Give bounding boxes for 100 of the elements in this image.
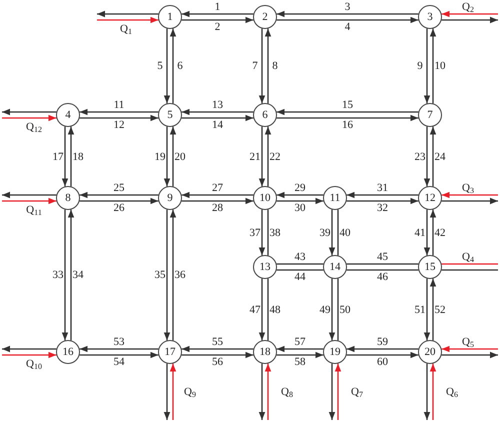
edge-label: 9 bbox=[417, 60, 423, 72]
edge-label: 56 bbox=[212, 356, 223, 368]
edge-label: Q$_{7}$ bbox=[351, 386, 363, 398]
edge-label: 21 bbox=[250, 150, 260, 162]
edge-label: 14 bbox=[212, 119, 223, 131]
arrow bbox=[97, 10, 158, 18]
arrow bbox=[258, 210, 266, 256]
junction-node: 19 bbox=[323, 340, 347, 364]
edge-label: 47 bbox=[250, 304, 260, 316]
junction-node: 4 bbox=[56, 103, 80, 127]
arrow bbox=[80, 352, 158, 358]
arrow bbox=[2, 192, 56, 198]
edge-label: 11 bbox=[114, 99, 124, 111]
edge-label: 24 bbox=[434, 150, 446, 162]
edge-label: Q$_{10}$ bbox=[26, 358, 42, 370]
arrow bbox=[182, 16, 254, 24]
junction-node: 12 bbox=[418, 186, 442, 210]
junction-node: 3 bbox=[418, 5, 442, 29]
arrow bbox=[2, 114, 56, 122]
edge-label: 60 bbox=[377, 356, 388, 368]
connector-line bbox=[442, 269, 498, 271]
edge-label: 5 bbox=[157, 60, 163, 72]
junction-node: 1 bbox=[158, 5, 182, 29]
arrow bbox=[182, 192, 254, 198]
arrow bbox=[424, 278, 430, 340]
edge-label: 28 bbox=[212, 202, 223, 214]
junction-node: 20 bbox=[418, 340, 442, 364]
junction-node: 10 bbox=[253, 186, 277, 210]
edge-label: 37 bbox=[250, 226, 260, 238]
arrow bbox=[276, 114, 418, 122]
edge-label: Q$_{4}$ bbox=[462, 251, 474, 263]
edge-label: 7 bbox=[252, 60, 258, 72]
edge-label: 26 bbox=[114, 202, 124, 214]
arrow bbox=[424, 126, 430, 186]
arrow bbox=[264, 126, 272, 186]
edge-label: Q$_{8}$ bbox=[281, 386, 293, 398]
edge-label: 18 bbox=[72, 150, 84, 162]
connector-line bbox=[442, 263, 498, 265]
edge-label: 16 bbox=[342, 119, 353, 131]
edge-label: 13 bbox=[212, 99, 223, 111]
edge-label: 50 bbox=[340, 304, 350, 316]
arrow bbox=[276, 352, 324, 358]
arrow bbox=[442, 352, 498, 358]
arrow bbox=[182, 108, 254, 116]
arrow bbox=[62, 210, 68, 340]
junction-node: 5 bbox=[158, 103, 182, 127]
arrow bbox=[68, 126, 74, 186]
edge-label: 23 bbox=[414, 150, 426, 162]
arrow bbox=[430, 364, 436, 420]
arrow bbox=[430, 126, 436, 186]
edge-label: 38 bbox=[270, 226, 280, 238]
connector-line bbox=[267, 210, 269, 256]
edge-label: 20 bbox=[174, 150, 186, 162]
connector-line bbox=[267, 278, 269, 340]
edge-label: 29 bbox=[294, 182, 306, 194]
edge-label: 40 bbox=[340, 226, 350, 238]
edge-label: Q$_{1}$ bbox=[120, 23, 132, 35]
edge-label: 3 bbox=[344, 1, 350, 13]
edge-label: 42 bbox=[434, 226, 446, 238]
connector-line bbox=[337, 278, 339, 340]
arrow bbox=[80, 198, 158, 204]
edge-label: 44 bbox=[294, 271, 306, 283]
edge-label: Q$_{9}$ bbox=[184, 386, 196, 398]
edge-label: 59 bbox=[377, 336, 388, 348]
arrow bbox=[346, 192, 418, 198]
junction-node: 11 bbox=[323, 186, 347, 210]
arrow bbox=[430, 28, 436, 104]
junction-node: 18 bbox=[253, 340, 277, 364]
edge-label: 17 bbox=[52, 150, 64, 162]
arrow bbox=[346, 352, 418, 358]
arrow bbox=[346, 346, 418, 352]
edge-label: 12 bbox=[114, 119, 124, 131]
edge-label: 58 bbox=[294, 356, 306, 368]
edge-label: 43 bbox=[294, 251, 306, 263]
edge-label: 55 bbox=[212, 336, 223, 348]
arrow bbox=[170, 126, 176, 186]
arrow bbox=[80, 346, 158, 352]
edge-label: 1 bbox=[214, 1, 220, 13]
junction-node: 2 bbox=[253, 5, 277, 29]
arrow bbox=[258, 278, 266, 340]
arrow bbox=[182, 352, 254, 358]
arrow bbox=[258, 126, 266, 186]
edge-label: Q$_{2}$ bbox=[462, 1, 474, 13]
arrow bbox=[442, 16, 498, 24]
arrow bbox=[328, 364, 336, 420]
edge-label: Q$_{11}$ bbox=[26, 204, 42, 216]
connector-line bbox=[337, 210, 339, 256]
edge-label: 10 bbox=[434, 60, 446, 72]
edge-label: Q$_{3}$ bbox=[462, 182, 474, 194]
arrow bbox=[170, 28, 176, 104]
arrow bbox=[80, 192, 158, 198]
arrow bbox=[258, 364, 266, 420]
arrow bbox=[424, 210, 430, 256]
arrow bbox=[182, 10, 254, 18]
arrow bbox=[97, 16, 158, 24]
edge-label: 32 bbox=[377, 202, 388, 214]
arrow bbox=[170, 210, 176, 340]
arrow bbox=[276, 198, 324, 204]
edge-label: 31 bbox=[377, 182, 388, 194]
junction-node: 16 bbox=[56, 340, 80, 364]
